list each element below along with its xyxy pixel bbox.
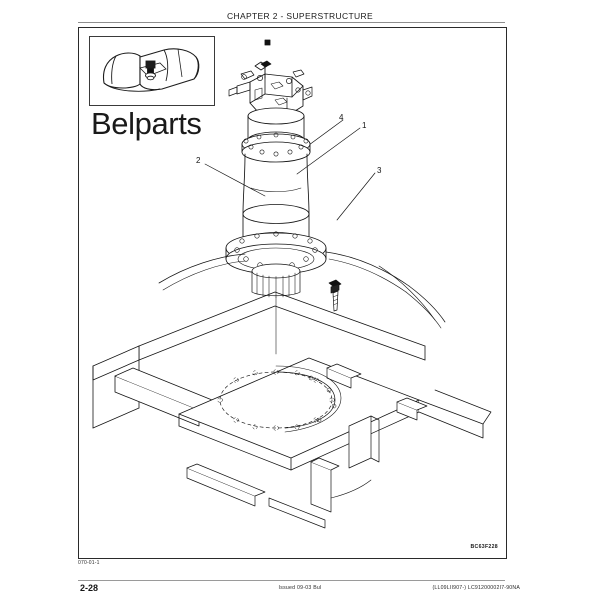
gearbox-mounting-flange xyxy=(225,231,327,275)
chapter-title: CHAPTER 2 - SUPERSTRUCTURE xyxy=(226,11,374,21)
issue-date: Issued 09-03 Bul xyxy=(278,585,322,591)
superstructure-deck-panels xyxy=(158,251,446,329)
page-number: 2-28 xyxy=(80,583,99,593)
callout-4: 4 xyxy=(339,113,344,122)
mounting-bolt-lower xyxy=(328,279,342,312)
superstructure-frame xyxy=(92,291,492,529)
swing-motor-body xyxy=(241,107,311,163)
swing-bearing-bolt-circle xyxy=(219,371,333,429)
sheet-id: 070-01-1 xyxy=(78,560,100,566)
footer-divider xyxy=(78,580,505,581)
swing-motor-head xyxy=(228,39,313,117)
callout-1: 1 xyxy=(362,121,367,130)
swing-pinion-gear xyxy=(251,263,301,298)
callout-2: 2 xyxy=(196,156,201,165)
drawing-id: BC63F228 xyxy=(470,544,498,550)
document-code: (LL09LII907-) LC91200002I7-90NA xyxy=(432,585,520,591)
page-header: CHAPTER 2 - SUPERSTRUCTURE xyxy=(0,6,600,24)
callout-3: 3 xyxy=(377,166,382,175)
drawing-frame: Belparts xyxy=(78,27,507,559)
page-footer: 2-28 Issued 09-03 Bul (LL09LII907-) LC91… xyxy=(0,583,600,599)
exploded-assembly-drawing xyxy=(79,28,506,558)
machine-locator-thumbnail xyxy=(89,36,215,106)
mounting-bolt-upper xyxy=(260,60,272,79)
page-title: Belparts xyxy=(91,106,202,141)
header-divider xyxy=(78,22,505,23)
